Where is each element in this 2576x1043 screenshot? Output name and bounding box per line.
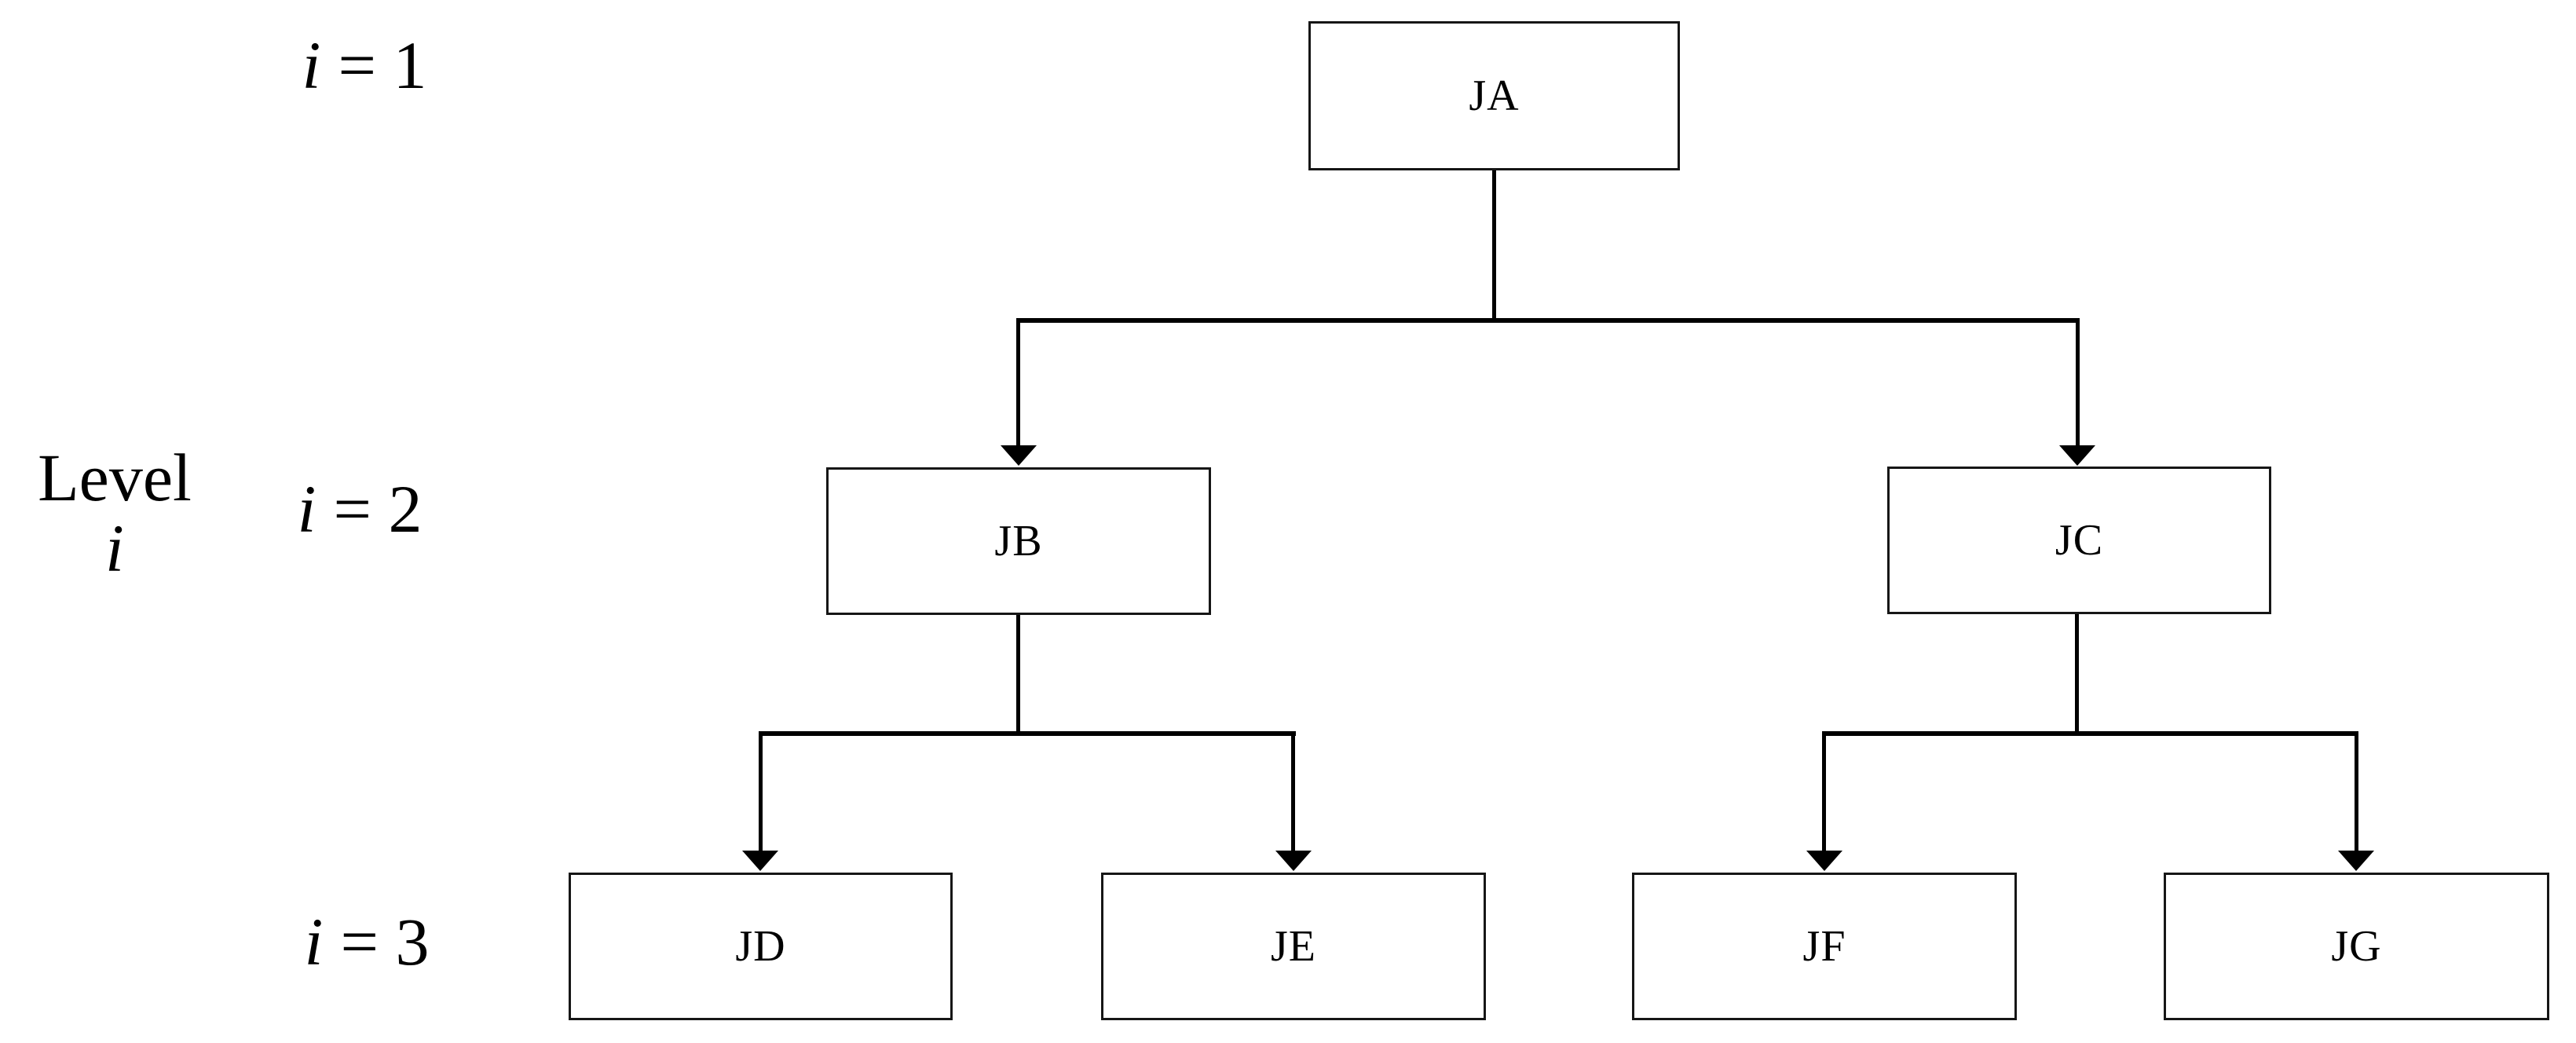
node-ja-label: JA bbox=[1469, 71, 1520, 120]
node-jg-label: JG bbox=[2331, 922, 2382, 971]
node-jb: JB bbox=[826, 467, 1211, 615]
node-jg: JG bbox=[2164, 873, 2549, 1020]
level-1-value: = 1 bbox=[338, 27, 427, 103]
level-label-1: i= 1 bbox=[266, 31, 463, 99]
arrowhead-jb-icon bbox=[1001, 445, 1037, 466]
connector-drop-je bbox=[1291, 731, 1295, 852]
node-jd: JD bbox=[569, 873, 953, 1020]
connector-ja-stem bbox=[1492, 170, 1496, 323]
level-label-2: i= 2 bbox=[262, 475, 458, 543]
node-je: JE bbox=[1101, 873, 1486, 1020]
level-2-variable: i bbox=[297, 471, 317, 547]
connector-jb-stem bbox=[1016, 615, 1020, 734]
connector-jc-stem bbox=[2075, 614, 2079, 734]
connector-drop-jd bbox=[759, 731, 763, 852]
connector-rail-level2 bbox=[1016, 318, 2080, 323]
connector-rail-jb-children bbox=[759, 731, 1296, 736]
connector-drop-jc bbox=[2076, 318, 2080, 447]
level-3-variable: i bbox=[304, 904, 324, 979]
arrowhead-je-icon bbox=[1275, 851, 1312, 871]
level-label-3: i= 3 bbox=[269, 908, 465, 975]
arrowhead-jc-icon bbox=[2059, 445, 2095, 466]
arrowhead-jf-icon bbox=[1806, 851, 1842, 871]
level-3-value: = 3 bbox=[340, 904, 430, 979]
node-jc-label: JC bbox=[2055, 516, 2104, 565]
node-jf: JF bbox=[1632, 873, 2017, 1020]
level-2-value: = 2 bbox=[333, 471, 423, 547]
node-ja: JA bbox=[1308, 21, 1680, 170]
node-jf-label: JF bbox=[1802, 922, 1846, 971]
connector-drop-jb bbox=[1016, 318, 1020, 447]
node-jc: JC bbox=[1887, 467, 2271, 614]
arrowhead-jd-icon bbox=[742, 851, 778, 871]
level-caption-variable: i bbox=[105, 511, 124, 586]
level-axis-caption: Level i bbox=[16, 442, 213, 584]
node-je-label: JE bbox=[1271, 922, 1316, 971]
level-1-variable: i bbox=[302, 27, 321, 103]
connector-drop-jf bbox=[1822, 731, 1826, 852]
connector-rail-jc-children bbox=[1822, 731, 2358, 736]
connector-drop-jg bbox=[2355, 731, 2358, 852]
arrowhead-jg-icon bbox=[2338, 851, 2374, 871]
level-caption-word: Level bbox=[38, 440, 192, 515]
node-jb-label: JB bbox=[994, 517, 1043, 565]
node-jd-label: JD bbox=[735, 922, 786, 971]
